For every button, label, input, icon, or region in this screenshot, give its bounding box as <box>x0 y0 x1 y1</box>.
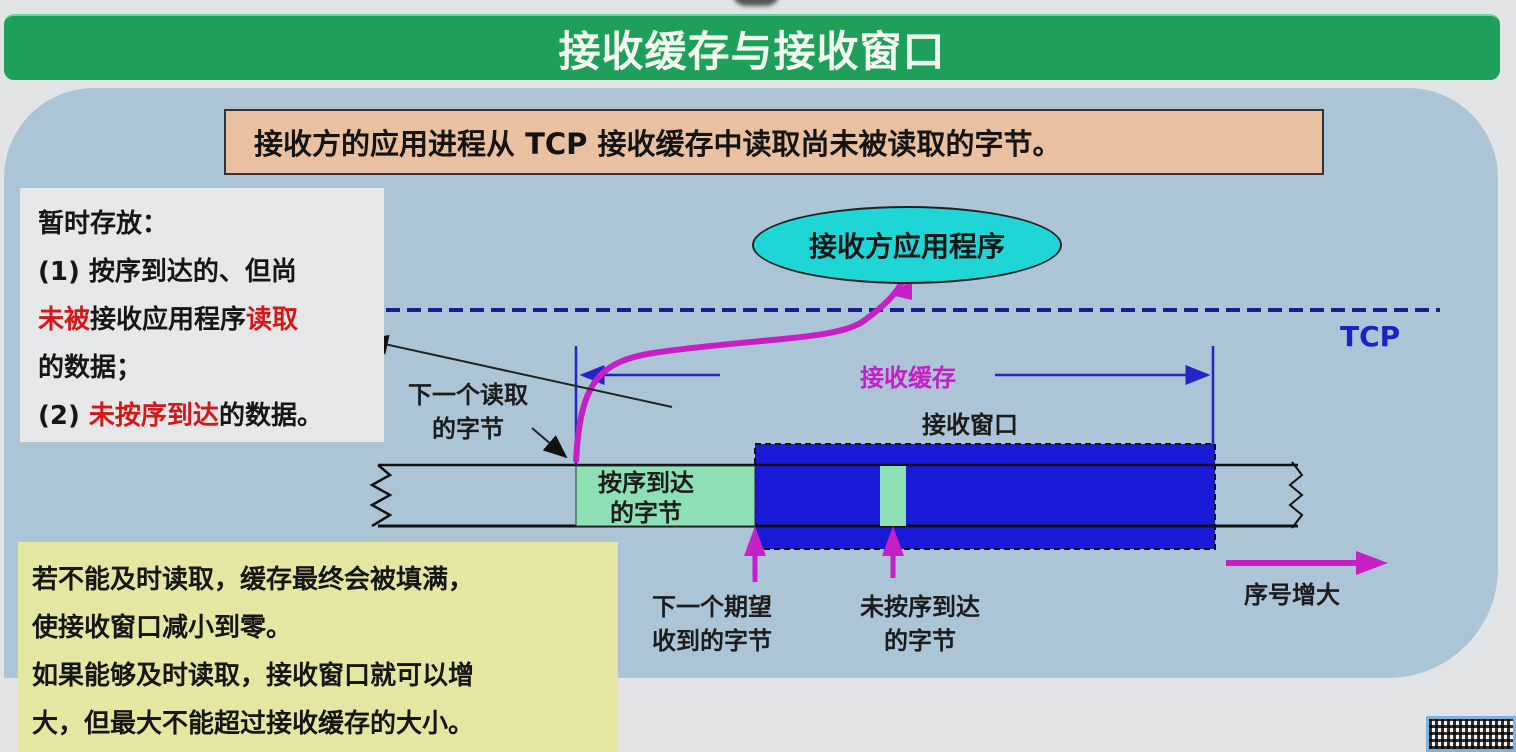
bottom-note-line2: 使接收窗口减小到零。 <box>32 613 293 643</box>
read-flow-arrow <box>573 280 905 463</box>
receive-window-label: 接收窗口 <box>922 411 1018 439</box>
note-line3: 的数据； <box>38 353 143 383</box>
next-read-byte-label: 下一个读取 的字节 <box>408 378 528 446</box>
slide-title: 接收缓存与接收窗口 <box>558 26 946 76</box>
note-black: 接收应用程序 <box>90 305 247 335</box>
note-line1: (1) 按序到达的、但尚 <box>38 257 297 287</box>
receive-buffer-label: 接收缓存 <box>860 364 956 392</box>
in-order-bytes-line2: 的字节 <box>610 499 682 527</box>
note-red-2: 读取 <box>246 305 299 335</box>
receiver-app-label: 接收方应用程序 <box>808 230 1005 263</box>
note-line4: (2) 未按序到达的数据。 <box>38 392 384 440</box>
next-expected-line1: 下一个期望 <box>652 593 772 621</box>
receive-window-block <box>754 443 1216 550</box>
receiver-app-ellipse: 接收方应用程序 <box>752 206 1062 284</box>
bottom-note-line3: 如果能够及时读取，接收窗口就可以增 <box>32 661 475 691</box>
note-line4-prefix: (2) <box>38 401 89 431</box>
note-line4-red: 未按序到达 <box>88 401 219 431</box>
note-red-1: 未被 <box>38 305 91 335</box>
out-of-order-line1: 未按序到达 <box>860 593 980 621</box>
in-order-bytes-label: 按序到达 的字节 <box>598 468 694 528</box>
next-expected-line2: 收到的字节 <box>652 627 772 655</box>
summary-banner: 接收方的应用进程从 TCP 接收缓存中读取尚未被读取的字节。 <box>224 109 1324 175</box>
note-line2: 未被接收应用程序读取 <box>38 296 384 344</box>
camera-shadow <box>732 0 780 6</box>
out-of-order-segment <box>880 466 906 526</box>
right-break-icon <box>1288 461 1304 529</box>
note-heading: 暂时存放： <box>38 209 169 239</box>
note-line4-suffix: 的数据。 <box>218 401 323 431</box>
out-of-order-bytes-label: 未按序到达 的字节 <box>860 590 980 658</box>
window-behavior-note: 若不能及时读取，缓存最终会被填满， 使接收窗口减小到零。 如果能够及时读取，接收… <box>18 542 618 752</box>
in-order-bytes-line1: 按序到达 <box>598 469 694 497</box>
slide-title-bar: 接收缓存与接收窗口 <box>4 14 1500 80</box>
bottom-note-line4: 大，但最大不能超过接收缓存的大小。 <box>32 709 475 739</box>
left-break-icon <box>369 464 393 528</box>
bottom-note-line1: 若不能及时读取，缓存最终会被填满， <box>32 565 475 595</box>
qr-code-icon <box>1426 716 1516 752</box>
summary-text: 接收方的应用进程从 TCP 接收缓存中读取尚未被读取的字节。 <box>254 127 1062 161</box>
seq-increase-arrow <box>1356 551 1388 575</box>
temporary-storage-note: 暂时存放： (1) 按序到达的、但尚 未被接收应用程序读取 的数据； (2) 未… <box>20 188 384 442</box>
seq-increase-label: 序号增大 <box>1244 581 1340 609</box>
next-expected-byte-label: 下一个期望 收到的字节 <box>652 590 772 658</box>
out-of-order-line2: 的字节 <box>884 627 956 655</box>
next-read-byte-line1: 下一个读取 <box>408 381 528 409</box>
next-read-byte-line2: 的字节 <box>432 415 504 443</box>
out-of-order-arrow <box>882 526 904 556</box>
tcp-label: TCP <box>1340 320 1401 353</box>
in-order-bytes-segment <box>575 465 756 527</box>
next-expected-arrow <box>744 526 766 556</box>
